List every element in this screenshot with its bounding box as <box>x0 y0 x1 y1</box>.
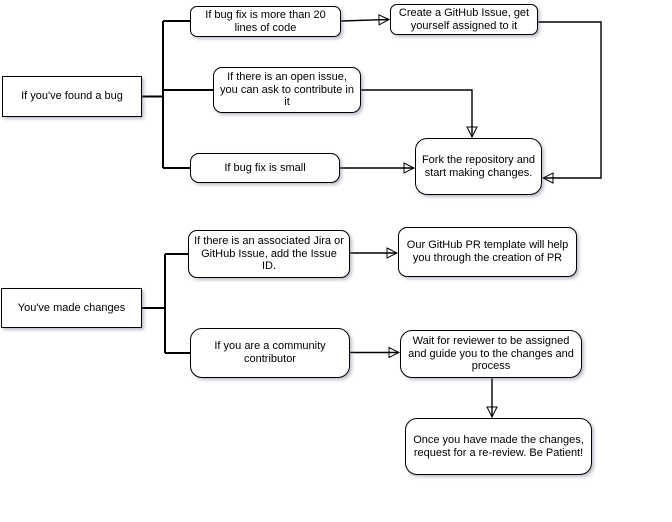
edge-madechanges-branches <box>142 253 190 354</box>
node-fork-repo-label: Fork the repository and start making cha… <box>421 153 536 179</box>
node-jira-issue-label: If there is an associated Jira or GitHub… <box>194 234 344 273</box>
node-open-issue-label: If there is an open issue, you can ask t… <box>220 70 354 109</box>
node-create-issue-label: Create a GitHub Issue, get yourself assi… <box>398 6 530 32</box>
node-found-bug-label: If you've found a bug <box>21 90 123 103</box>
edge-createissue-forkrepo <box>538 21 602 178</box>
node-open-issue: If there is an open issue, you can ask t… <box>213 67 361 113</box>
node-wait-review-label: Wait for reviewer to be assigned and gui… <box>408 334 574 373</box>
node-bugfix-large-label: If bug fix is more than 20 lines of code <box>205 8 326 34</box>
node-pr-template: Our GitHub PR template will help you thr… <box>398 227 577 277</box>
node-rereview: Once you have made the changes, request … <box>405 418 592 475</box>
node-bugfix-large: If bug fix is more than 20 lines of code <box>190 6 341 37</box>
node-rereview-label: Once you have made the changes, request … <box>413 433 584 459</box>
edge-foundbug-branches <box>142 20 213 169</box>
node-community-label: If you are a community contributor <box>214 340 326 365</box>
node-bugfix-small-label: If bug fix is small <box>224 161 306 174</box>
node-made-changes: You've made changes <box>1 288 142 328</box>
node-create-issue: Create a GitHub Issue, get yourself assi… <box>390 4 538 35</box>
node-jira-issue: If there is an associated Jira or GitHub… <box>188 230 350 278</box>
node-community: If you are a community contributor <box>190 328 350 378</box>
node-found-bug: If you've found a bug <box>2 76 142 117</box>
node-bugfix-small: If bug fix is small <box>190 153 340 183</box>
node-wait-review: Wait for reviewer to be assigned and gui… <box>400 330 582 378</box>
node-fork-repo: Fork the repository and start making cha… <box>415 138 542 195</box>
edge-openissue-forkrepo <box>361 89 472 137</box>
node-pr-template-label: Our GitHub PR template will help you thr… <box>406 239 569 264</box>
edge-bugfixlarge-createissue <box>340 20 389 22</box>
node-made-changes-label: You've made changes <box>17 301 126 314</box>
